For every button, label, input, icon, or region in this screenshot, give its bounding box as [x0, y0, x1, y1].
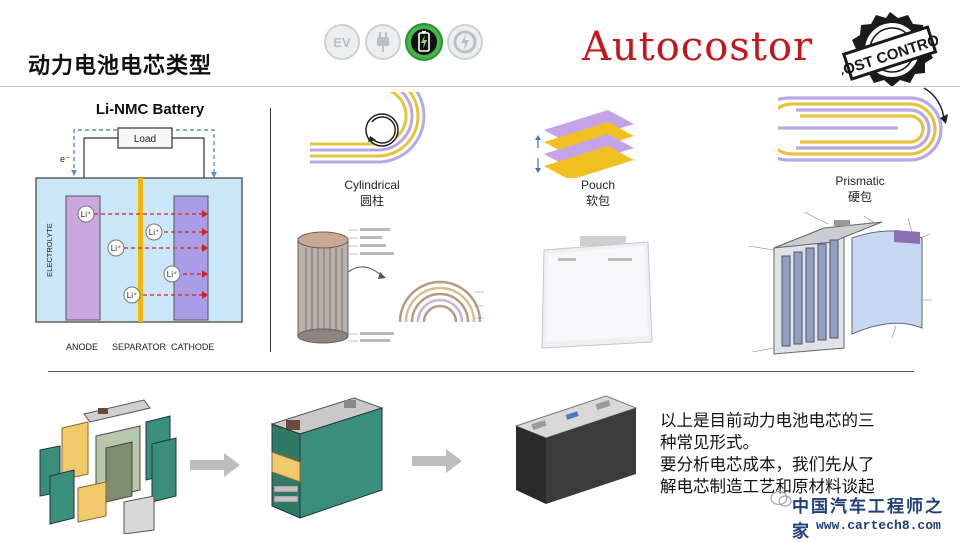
wechat-icon [770, 490, 792, 508]
svg-text:Load: Load [134, 134, 156, 145]
watermark-name: 中国汽车工程师之家 [792, 497, 944, 542]
page-title: 动力电池电芯类型 [28, 54, 213, 79]
ion-label: Li⁺ [149, 228, 159, 237]
electrolyte-label: ELECTROLYTE [45, 223, 54, 277]
plug-icon [365, 24, 401, 60]
ev-icon: EV [324, 24, 360, 60]
top-icon-bar: EV [320, 22, 490, 62]
process-arrow [412, 448, 462, 474]
description-line: 解电芯制造工艺和原材料谈起 [660, 477, 875, 496]
battery-diagram: Load e⁻ ELECTROLYTE Li⁺ Li⁺ Li⁺ Li⁺ [32, 122, 246, 354]
description-line: 种常见形式。 [660, 433, 759, 452]
description-line: 以上是目前动力电池电芯的三 [660, 411, 875, 430]
separator-label: SEPARATOR [112, 342, 167, 352]
battery-diagram-title: Li-NMC Battery [95, 101, 205, 118]
header-divider [0, 86, 960, 87]
pouch-layers-illustration [530, 98, 640, 180]
description-text: 以上是目前动力电池电芯的三 种常见形式。 要分析电芯成本，我们先从了 解电芯制造… [660, 410, 930, 498]
finished-prismatic-cell [510, 388, 638, 508]
watermark-url: www.cartech8.com [816, 518, 941, 533]
vertical-divider [270, 108, 271, 352]
pouch-cell-image [538, 232, 656, 350]
brand-logo: Autocostor [582, 24, 814, 70]
exploded-cell-assembly [36, 392, 186, 535]
anode-label: ANODE [66, 342, 99, 352]
prismatic-layers-illustration [755, 84, 948, 174]
assembled-cell-core [262, 392, 386, 526]
ion-label: Li⁺ [167, 270, 177, 279]
cost-control-badge: COST CONTROL [831, 10, 950, 90]
battery-icon [405, 23, 443, 61]
cylindrical-layers-illustration [310, 68, 430, 172]
electron-label: e⁻ [60, 154, 70, 164]
cathode-label: CATHODE [171, 342, 215, 352]
prismatic-cell-cutaway [744, 208, 954, 360]
charge-icon [447, 24, 483, 60]
ion-label: Li⁺ [111, 244, 121, 253]
separator [138, 178, 143, 322]
svg-text:EV: EV [333, 35, 351, 50]
cylindrical-cell-cutaway [290, 222, 490, 346]
load-box: Load [117, 127, 173, 149]
ion-label: Li⁺ [81, 210, 91, 219]
ion-label: Li⁺ [127, 291, 137, 300]
process-arrow [190, 452, 240, 478]
description-line: 要分析电芯成本，我们先从了 [660, 455, 875, 474]
section-divider [48, 371, 914, 372]
